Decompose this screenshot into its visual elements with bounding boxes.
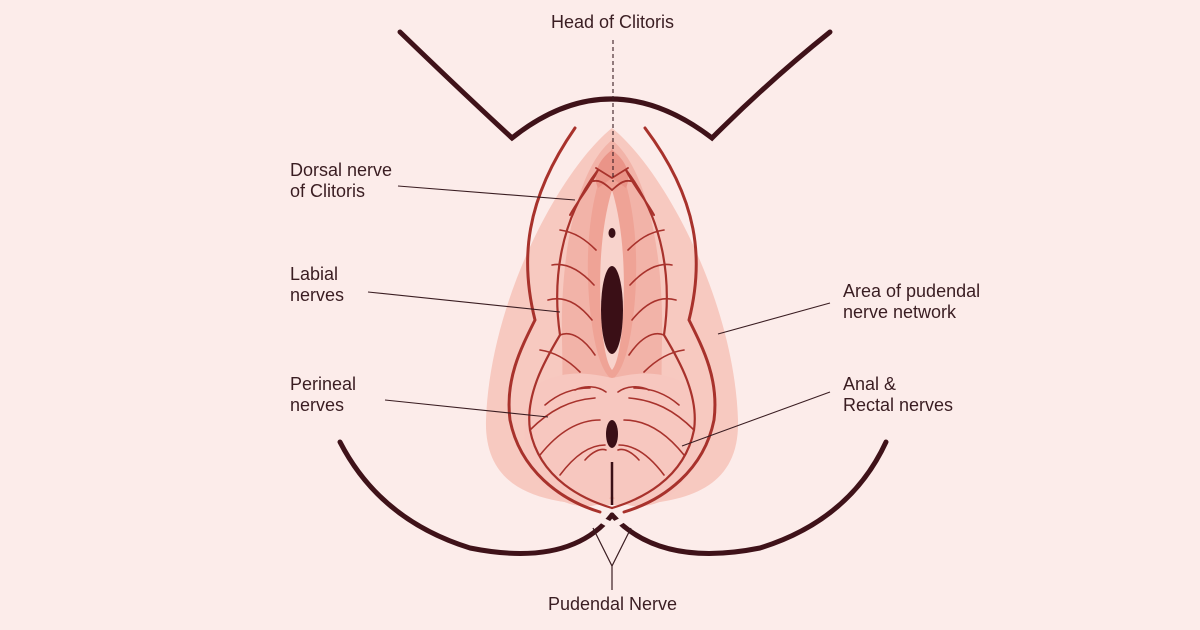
label-anal-rectal: Anal & Rectal nerves xyxy=(843,374,953,416)
pudendal-nerve-leader xyxy=(592,527,632,590)
label-line-2: Rectal nerves xyxy=(843,395,954,415)
label-dorsal-nerve: Dorsal nerve of Clitoris xyxy=(290,160,392,202)
leader-perineal-nerves xyxy=(384,399,549,418)
label-line-2: nerve network xyxy=(843,302,957,322)
labial-branches-right xyxy=(627,229,685,373)
label-head-of-clitoris: Head of Clitoris xyxy=(500,12,725,33)
main-nerve-trunk-left xyxy=(507,126,602,514)
label-line-1: Anal & xyxy=(843,374,897,394)
leader-dorsal-nerve xyxy=(397,185,576,201)
label-labial-nerves: Labial nerves xyxy=(290,264,344,306)
dorsal-nerve-left xyxy=(569,169,599,216)
label-line-1: Perineal xyxy=(290,374,357,394)
label-text: Head of Clitoris xyxy=(550,12,675,32)
urethral-opening xyxy=(608,228,616,238)
lower-right-contour xyxy=(609,439,889,556)
leader-pudendal-area xyxy=(717,302,831,335)
lower-left-contour xyxy=(337,439,615,556)
labial-nerve-left xyxy=(528,168,614,510)
leader-anal-rectal xyxy=(681,391,831,447)
perineal-branches-left xyxy=(529,386,607,476)
anal-opening xyxy=(606,420,618,448)
clitoral-branches xyxy=(589,167,635,192)
label-line-1: Area of pudendal xyxy=(843,281,981,301)
label-pudendal-area: Area of pudendal nerve network xyxy=(843,281,980,323)
label-pudendal-nerve: Pudendal Nerve xyxy=(500,594,725,615)
pudendal-notch xyxy=(592,512,632,530)
nerve-network xyxy=(507,126,717,514)
labial-nerve-right xyxy=(610,168,696,510)
leader-lines xyxy=(367,40,831,447)
vaginal-opening xyxy=(601,266,623,354)
perineal-branches-right xyxy=(617,386,695,476)
label-line-2: of Clitoris xyxy=(290,181,366,201)
leader-labial-nerves xyxy=(367,291,561,313)
label-text: Pudendal Nerve xyxy=(547,594,678,614)
label-line-1: Labial xyxy=(290,264,339,284)
upper-body-contour xyxy=(397,29,833,142)
label-line-2: nerves xyxy=(290,395,345,415)
clitoral-hood xyxy=(595,150,629,188)
dorsal-nerve-right xyxy=(625,169,655,216)
label-line-1: Dorsal nerve xyxy=(290,160,393,180)
label-perineal-nerves: Perineal nerves xyxy=(290,374,356,416)
label-line-2: nerves xyxy=(290,285,345,305)
main-nerve-trunk-right xyxy=(622,126,717,514)
labial-branches-left xyxy=(539,229,597,373)
